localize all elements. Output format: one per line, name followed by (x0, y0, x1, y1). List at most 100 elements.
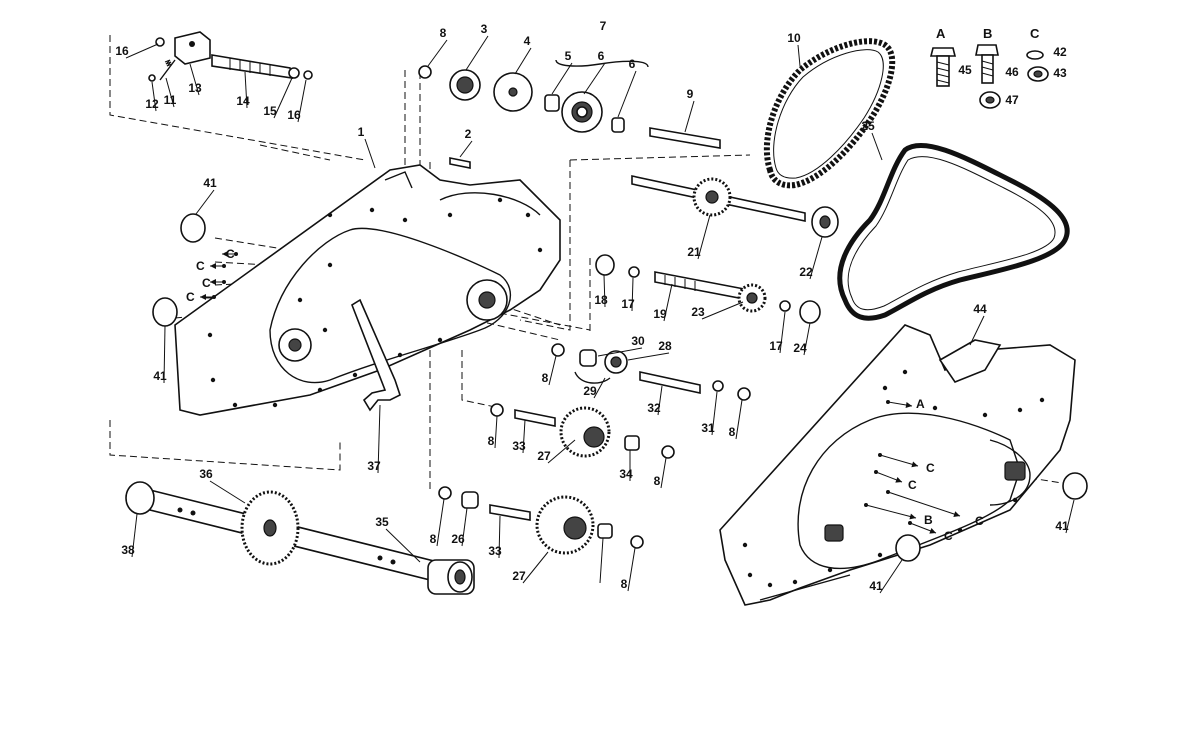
right-case-hole (932, 405, 938, 411)
arrow-c-3-dot (222, 280, 226, 284)
leader-line (803, 322, 811, 356)
tine-axle-assembly (125, 481, 475, 595)
left-case-hole (402, 217, 408, 223)
right-case-hole (1039, 397, 1045, 403)
leader-line (165, 77, 175, 108)
arrow-b-head (909, 513, 916, 520)
leader-line (459, 140, 473, 158)
middle-gear-row (551, 343, 751, 401)
left-case-hole (232, 402, 238, 408)
arrow-c-7-letter: C (975, 514, 984, 528)
arrow-c-1-head (222, 251, 228, 257)
arrow-c-4-dot (212, 295, 216, 299)
lower-gear-row-2 (438, 486, 644, 555)
left-case-hole (352, 372, 358, 378)
callout-label-33: 33 (488, 544, 502, 558)
callout-label-38: 38 (121, 543, 135, 557)
leader-line (684, 100, 695, 133)
callout-label-26: 26 (451, 532, 465, 546)
arrow-c-3-letter: C (202, 276, 211, 290)
right-case-hole (742, 542, 748, 548)
gear-shaft (595, 254, 821, 324)
callout-label-3: 3 (481, 22, 488, 36)
hardware (929, 44, 1049, 109)
leader-line (701, 301, 744, 320)
leader-line (593, 377, 606, 399)
leader-line (597, 347, 643, 357)
callout-label-44: 44 (973, 302, 987, 316)
arrow-c-5-letter: C (926, 461, 935, 475)
callout-label-8: 8 (430, 532, 437, 546)
leader-line (514, 47, 532, 75)
roll-pin (449, 157, 471, 169)
callout-label-46: 46 (1005, 65, 1019, 79)
leader-line (548, 355, 557, 386)
leader-line (151, 81, 157, 112)
leader-line (195, 189, 215, 215)
leader-line (697, 214, 711, 260)
left-case-hole (397, 352, 403, 358)
right-case-hole (877, 552, 883, 558)
callout-label-37: 37 (367, 459, 381, 473)
arrow-c-8-letter: C (944, 529, 953, 543)
arrow-c-1-dot (234, 252, 238, 256)
callout-label-41: 41 (1055, 519, 1069, 533)
leader-line (498, 515, 501, 559)
callout-label-24: 24 (793, 341, 807, 355)
arrow-c-7-shaft (887, 491, 961, 517)
shift-handle (351, 298, 401, 412)
left-case-hole (497, 197, 503, 203)
leader-line (551, 62, 573, 95)
left-case-hole (537, 247, 543, 253)
arrow-c-6-head (895, 477, 902, 483)
callout-label-10: 10 (787, 31, 801, 45)
arrow-c-1-letter: C (226, 247, 235, 261)
callout-label-30: 30 (631, 334, 645, 348)
top-gear-row (418, 59, 721, 149)
arrow-c-8-head (929, 528, 936, 534)
callout-label-8: 8 (488, 434, 495, 448)
callout-label-27: 27 (537, 449, 551, 463)
arrow-c-6-dot (874, 470, 878, 474)
callout-label-8: 8 (654, 474, 661, 488)
left-case-hole (210, 377, 216, 383)
callout-label-45: 45 (958, 63, 972, 77)
arrow-c-2-dot (222, 264, 226, 268)
left-case-hole (297, 297, 303, 303)
callout-label-17: 17 (769, 339, 783, 353)
arrow-c-4-head (200, 294, 206, 300)
leader-line (603, 274, 606, 308)
leader-line (599, 537, 604, 584)
right-case-hole (792, 579, 798, 585)
right-case-hole (767, 582, 773, 588)
right-case-hole (827, 567, 833, 573)
callout-label-1: 1 (358, 125, 365, 139)
arrow-c-7-head (953, 511, 960, 517)
leader-line (522, 419, 526, 454)
arrow-c-2-head (210, 263, 216, 269)
callout-label-36: 36 (199, 467, 213, 481)
leader-line (969, 315, 985, 346)
leader-line (436, 498, 445, 547)
gasket (837, 143, 1070, 321)
callout-label-41: 41 (203, 176, 217, 190)
callout-label-43: 43 (1053, 66, 1067, 80)
callout-label-17: 17 (621, 297, 635, 311)
leader-line (377, 404, 381, 474)
leader-line (163, 325, 166, 384)
leader-line (427, 39, 448, 67)
callout-label-41: 41 (153, 369, 167, 383)
arrow-c-6-letter: C (908, 478, 917, 492)
arrow-c-5-head (911, 461, 918, 468)
callout-label-14: 14 (236, 94, 250, 108)
left-case-hole (322, 327, 328, 333)
arrow-b-letter: B (924, 513, 933, 527)
header-letter-a: A (936, 26, 946, 41)
callout-label-35: 35 (375, 515, 389, 529)
callout-label-42: 42 (1053, 45, 1067, 59)
drive-chain (763, 38, 896, 189)
right-gear-case (719, 324, 1076, 606)
